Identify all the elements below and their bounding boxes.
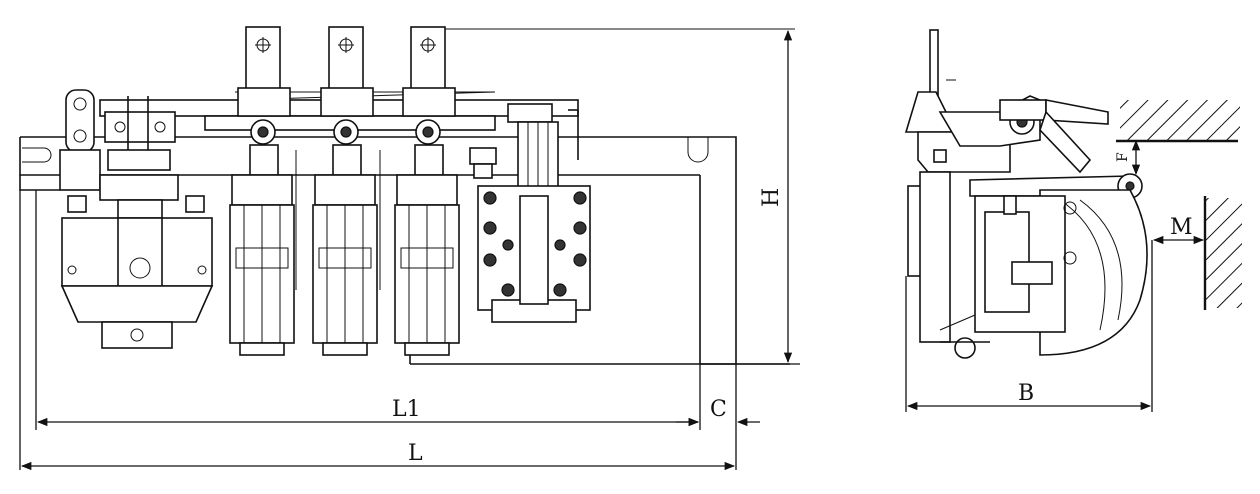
top-wall bbox=[1116, 100, 1240, 143]
c-label: C bbox=[710, 397, 727, 422]
b-label: B bbox=[1018, 381, 1034, 406]
coil-assembly bbox=[59, 89, 214, 349]
contactor-pole-3 bbox=[394, 87, 460, 356]
side-wall bbox=[1203, 196, 1242, 310]
auxiliary-switch bbox=[477, 103, 591, 323]
side-view bbox=[904, 29, 1148, 359]
h-label: H bbox=[759, 188, 784, 207]
front-view bbox=[19, 26, 795, 365]
side-dimensions bbox=[905, 139, 1205, 412]
m-label: M bbox=[1170, 215, 1193, 240]
small-connector bbox=[469, 147, 497, 179]
l1-label: L1 bbox=[392, 397, 421, 422]
contactor-pole-1 bbox=[229, 87, 297, 356]
contactor-pole-2 bbox=[312, 87, 381, 356]
l-label: L bbox=[408, 441, 423, 466]
f-label: F bbox=[1115, 152, 1131, 162]
front-dimensions bbox=[19, 29, 800, 471]
